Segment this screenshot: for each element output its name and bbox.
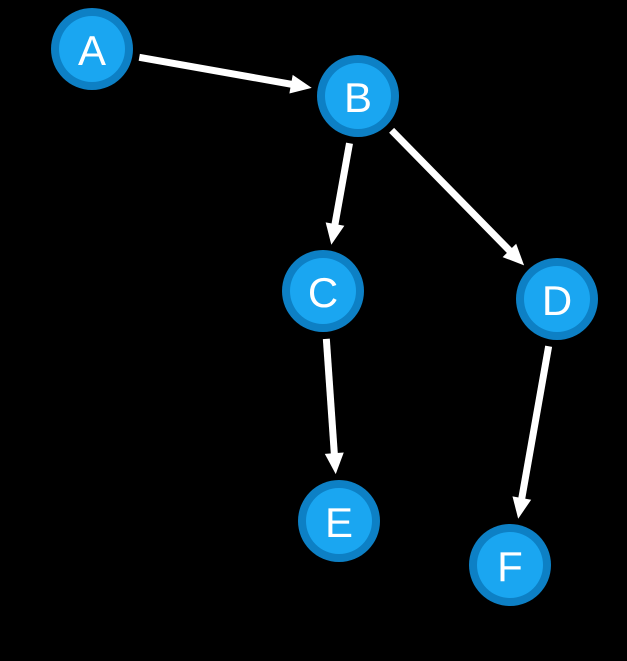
arrowhead-icon [324,452,344,475]
edge-line [322,338,338,456]
node-inner-circle [325,63,391,129]
edge-line [138,53,294,88]
edge-A-B [138,53,312,94]
node-layer: A B C D E F [51,8,598,606]
node-label: B [344,74,372,121]
edge-line [518,345,553,501]
edge-line [331,142,353,227]
arrowhead-icon [502,243,525,266]
edge-B-C [325,142,353,245]
node-label: C [308,269,338,316]
node-D[interactable]: D [516,258,598,340]
node-inner-circle [524,266,590,332]
node-label: F [497,543,523,590]
arrowhead-icon [325,222,345,245]
node-inner-circle [59,16,125,82]
node-inner-circle [306,488,372,554]
node-inner-circle [290,258,356,324]
node-E[interactable]: E [298,480,380,562]
edge-B-D [389,127,525,266]
node-C[interactable]: C [282,250,364,332]
arrowhead-icon [289,74,312,94]
node-label: D [542,277,572,324]
edge-layer [138,53,553,519]
edge-line [389,127,514,255]
edge-D-F [512,345,553,519]
node-F[interactable]: F [469,524,551,606]
node-B[interactable]: B [317,55,399,137]
node-label: E [325,499,353,546]
edge-C-E [322,338,344,475]
node-label: A [78,27,106,74]
node-inner-circle [477,532,543,598]
arrowhead-icon [512,496,532,519]
node-A[interactable]: A [51,8,133,90]
